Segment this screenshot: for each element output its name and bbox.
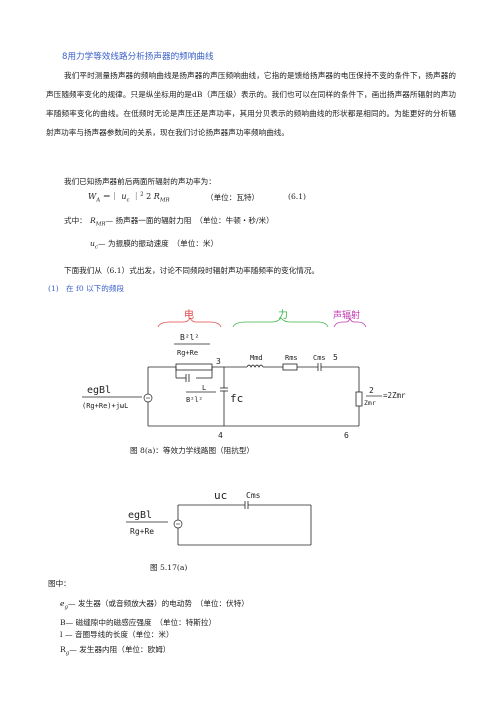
discuss-line: 下面我们从（6.1）式出发，讨论不同频段时辐射声功率随频率的变化情况。 [64, 266, 320, 275]
section-heading: (1) 在 f0 以下的频段 [48, 284, 125, 293]
formula-lhs: W [88, 192, 97, 201]
label-rad: 声辐射 [333, 309, 360, 321]
top-frac-num: B²l² [180, 333, 199, 342]
fc-label: fc [230, 392, 243, 405]
caption-fig-5-17a: 图 5.17(a) [150, 563, 188, 572]
legend-item: l — 音圈导线的长度（单位：米） [60, 630, 174, 639]
source-frac-den: (Rg+Re)+jωL [82, 402, 128, 410]
doc-title: 8用力学等效线路分析扬声器的频响曲线 [62, 52, 214, 62]
source2-num: egBl [128, 510, 152, 521]
brace-elec [157, 317, 222, 328]
mmd-label: Mmd [250, 354, 263, 362]
formula-6-1: WA ＝｜ uc ｜2 2 RMR [88, 191, 170, 204]
intro-paragraph: 我们平时测量扬声器的频响曲线是扬声器的声压频响曲线，它指的是馈给扬声器的电压保持… [46, 71, 456, 137]
rms-label: Rms [285, 354, 298, 362]
zmr-rhs: =2Zmr [383, 391, 406, 400]
caption-fig-8a: 图 8(a)：等效力学线路图（阻抗型） [130, 446, 255, 455]
node-6: 6 [344, 431, 349, 440]
uc-label: uc [214, 489, 227, 502]
brace-rad [333, 317, 367, 328]
node-3: 3 [216, 357, 221, 366]
label-mech: 力 [278, 308, 288, 321]
label-elec: 电 [184, 308, 194, 321]
where-label: 式中： [64, 216, 87, 225]
known-line: 我们已知扬声器前后两面所辐射的声功率为： [64, 177, 216, 186]
formula-number: (6.1) [288, 192, 307, 201]
def-u-c: uc— 为振膜的振动速度 （单位：米） [90, 239, 219, 251]
legend-title: 图中： [48, 579, 71, 588]
source2-den: Rg+Re [130, 527, 154, 536]
legend-item: Rg— 发生器内阻（单位：欧姆） [60, 645, 171, 657]
brace-mech [232, 317, 329, 328]
zmr-num: 2 [369, 386, 374, 395]
top-frac-den: Rg+Re [177, 349, 198, 357]
legend-item: B— 磁缝隙中的磁感应强度 （单位：特斯拉） [60, 618, 217, 627]
cms-label: Cms [313, 354, 326, 362]
zmr-den: Zmr [364, 399, 376, 407]
l-frac-den: B²l² [186, 396, 203, 404]
node-4: 4 [218, 431, 223, 440]
node-5: 5 [333, 353, 338, 362]
source-frac-num: egBl [87, 385, 111, 396]
legend-item: eg— 发生器（或音频放大器）的电动势 （单位：伏特） [60, 599, 249, 611]
l-frac-num: L [202, 384, 206, 392]
def-r-mr: RMR— 扬声器一面的辐射力阻 （单位：牛顿・秒/米） [90, 216, 274, 228]
formula-unit: （单位：瓦特） [206, 193, 260, 202]
cms2-label: Cms [246, 491, 261, 500]
